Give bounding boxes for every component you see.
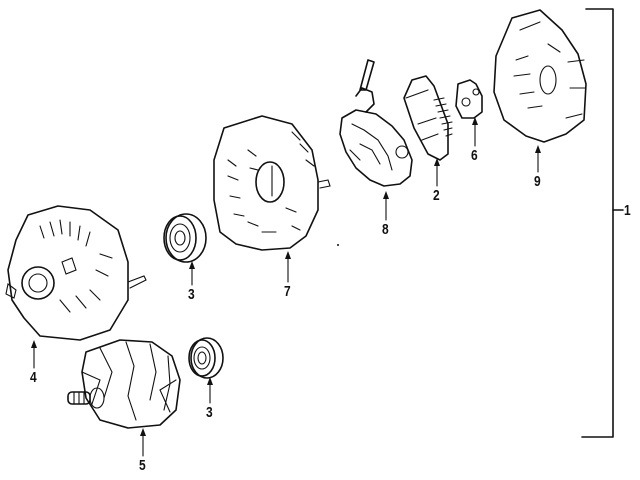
assembly-bracket [581,8,624,438]
callout-1: 1 [624,202,631,219]
rear-cover-drawing [493,9,587,143]
callout-8: 8 [382,221,389,238]
brush-holder-drawing [403,75,453,161]
callout-5: 5 [139,457,146,474]
callout-3-lower: 3 [206,404,213,421]
leader-lines [31,117,541,457]
callout-7: 7 [284,283,291,300]
terminal-insulator-drawing [455,79,483,119]
rear-housing-drawing [213,115,331,251]
callout-2: 2 [433,187,440,204]
front-housing-drawing [5,205,147,341]
rectifier-drawing [339,59,413,187]
bearing-upper-drawing [163,213,207,263]
rotor-drawing [67,339,181,429]
bearing-lower-drawing [188,337,224,379]
callout-3-upper: 3 [188,286,195,303]
callout-4: 4 [30,369,37,386]
callout-6: 6 [471,147,478,164]
callout-9: 9 [534,173,541,190]
